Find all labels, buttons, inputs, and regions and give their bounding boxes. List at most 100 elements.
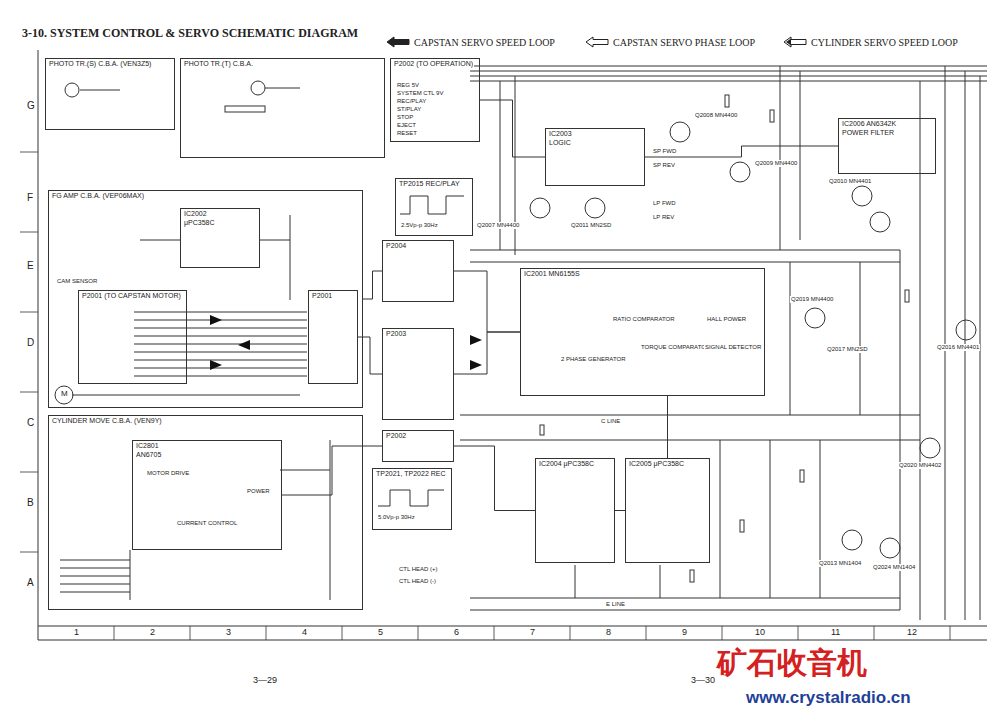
block-label: IC2001 MN6155S bbox=[523, 270, 581, 278]
legend-text: CYLINDER SERVO SPEED LOOP bbox=[811, 37, 958, 48]
legend-entry: CAPSTAN SERVO SPEED LOOP bbox=[386, 36, 555, 48]
wire-connector bbox=[454, 271, 520, 332]
block-label: FG AMP C.B.A. (VEP06MAX) bbox=[51, 192, 145, 200]
arrow-shape bbox=[586, 37, 608, 47]
circuit-block: IC2005 μPC358C bbox=[625, 458, 710, 563]
wire-connector bbox=[645, 146, 838, 157]
text-label: STOP bbox=[396, 114, 414, 121]
block-label: P2001 (TO CAPSTAN MOTOR) bbox=[81, 292, 182, 300]
text-label: SP REV bbox=[652, 162, 676, 169]
arrow-hatch bbox=[786, 39, 791, 46]
text-label: M bbox=[60, 390, 69, 399]
circuit-block: IC2003LOGIC bbox=[545, 128, 645, 186]
wire-connector bbox=[454, 332, 520, 374]
text-label: EJECT bbox=[396, 122, 417, 129]
text-label: 2.5Vp-p 30Hz bbox=[400, 222, 439, 229]
text-label: RESET bbox=[396, 130, 418, 137]
wire-connector bbox=[282, 446, 382, 495]
circuit-block: CYLINDER MOVE C.B.A. (VEN9Y)IC2801AN6705 bbox=[48, 415, 363, 610]
legend-entry: CYLINDER SERVO SPEED LOOP bbox=[783, 36, 958, 48]
text-label: 5.0Vp-p 30Hz bbox=[377, 514, 416, 521]
text-label: www.crystalradio.cn bbox=[745, 689, 912, 708]
text-label: 矿石收音机 bbox=[716, 646, 868, 679]
text-label: Q2020 MN4402 bbox=[898, 462, 942, 469]
wire-connector bbox=[358, 337, 382, 374]
circuit-block: IC2004 μPC358C bbox=[535, 458, 615, 563]
circuit-block: P2004 bbox=[382, 240, 454, 302]
text-label: CAM SENSOR bbox=[56, 278, 98, 285]
block-label: P2004 bbox=[385, 242, 407, 250]
block-label: AN6705 bbox=[135, 451, 162, 459]
circuit-block: P2001 bbox=[308, 290, 358, 384]
text-label: C bbox=[26, 417, 35, 428]
text-label: 1 bbox=[73, 628, 80, 638]
text-label: 11 bbox=[830, 628, 841, 638]
legend-entry: CAPSTAN SERVO PHASE LOOP bbox=[585, 36, 755, 48]
text-label: HALL POWER bbox=[706, 316, 747, 323]
block-label: CYLINDER MOVE C.B.A. (VEN9Y) bbox=[51, 417, 163, 425]
text-label: 8 bbox=[605, 628, 612, 638]
circuit-block: TP2021, TP2022 REC bbox=[372, 468, 452, 530]
text-label: LP REV bbox=[652, 214, 675, 221]
text-label: SP FWD bbox=[652, 148, 677, 155]
circuit-block: PHOTO TR.(T) C.B.A. bbox=[180, 58, 385, 158]
block-label: P2002 (TO OPERATION) bbox=[393, 60, 474, 68]
text-label: RATIO COMPARATOR bbox=[612, 316, 676, 323]
text-label: 3 bbox=[225, 628, 232, 638]
wire-connector bbox=[363, 271, 382, 299]
text-label: REC/PLAY bbox=[396, 98, 427, 105]
text-label: B bbox=[26, 497, 35, 508]
text-label: Q2017 MN2SD bbox=[826, 346, 869, 353]
text-label: SIGNAL DETECTOR bbox=[704, 344, 762, 351]
text-label: F bbox=[26, 192, 34, 203]
text-label: 10 bbox=[754, 628, 766, 638]
text-label: LP FWD bbox=[652, 200, 677, 207]
text-label: SYSTEM CTL 9V bbox=[396, 90, 444, 97]
diagram-title: 3-10. SYSTEM CONTROL & SERVO SCHEMATIC D… bbox=[22, 26, 358, 41]
block-label: PHOTO TR.(T) C.B.A. bbox=[183, 60, 254, 68]
text-label: 5 bbox=[377, 628, 384, 638]
text-label: Q2009 MN4400 bbox=[754, 160, 798, 167]
block-label: IC2005 μPC358C bbox=[628, 460, 685, 468]
text-label: 4 bbox=[301, 628, 308, 638]
circuit-block: FG AMP C.B.A. (VEP06MAX) IC2002μPC358C P20… bbox=[48, 190, 363, 408]
text-label: 6 bbox=[453, 628, 460, 638]
legend-text: CAPSTAN SERVO SPEED LOOP bbox=[414, 37, 555, 48]
text-label: 7 bbox=[529, 628, 536, 638]
block-label: IC2002 bbox=[183, 210, 208, 218]
block-label: IC2006 AN6342K bbox=[841, 120, 897, 128]
legend-text: CAPSTAN SERVO PHASE LOOP bbox=[613, 37, 755, 48]
text-label: 12 bbox=[906, 628, 918, 638]
text-label: E LINE bbox=[605, 601, 626, 608]
circuit-block: P2002 bbox=[382, 430, 454, 462]
block-label: POWER FILTER bbox=[841, 129, 895, 137]
arrow-shape bbox=[387, 37, 409, 47]
wire-connector bbox=[615, 510, 625, 511]
block-label: IC2004 μPC358C bbox=[538, 460, 595, 468]
text-label: Q2019 MN4400 bbox=[790, 296, 834, 303]
text-label: 2 bbox=[149, 628, 156, 638]
text-label: ST/PLAY bbox=[396, 106, 422, 113]
circuit-block: IC2006 AN6342KPOWER FILTER bbox=[838, 118, 936, 174]
text-label: 3—30 bbox=[690, 676, 716, 686]
text-label: 2 PHASE GENERATOR bbox=[560, 356, 626, 363]
text-label: E bbox=[26, 260, 35, 271]
circuit-block: IC2002μPC358C bbox=[180, 208, 260, 268]
block-label: TP2015 REC/PLAY bbox=[398, 180, 461, 188]
text-label: C LINE bbox=[600, 418, 621, 425]
block-label: LOGIC bbox=[548, 139, 572, 147]
text-label: Q2011 MN2SD bbox=[570, 222, 612, 229]
block-label: IC2003 bbox=[548, 130, 573, 138]
text-label: D bbox=[26, 337, 35, 348]
text-label: Q2007 MN4400 bbox=[476, 222, 520, 229]
block-label: P2003 bbox=[385, 330, 407, 338]
text-label: Q2016 MN4401 bbox=[936, 344, 980, 351]
block-label: P2002 bbox=[385, 432, 407, 440]
block-label: PHOTO TR.(S) C.B.A. (VEN3Z5) bbox=[48, 60, 152, 68]
block-label: P2001 bbox=[311, 292, 333, 300]
text-label: POWER bbox=[246, 488, 271, 495]
text-label: G bbox=[26, 100, 36, 111]
